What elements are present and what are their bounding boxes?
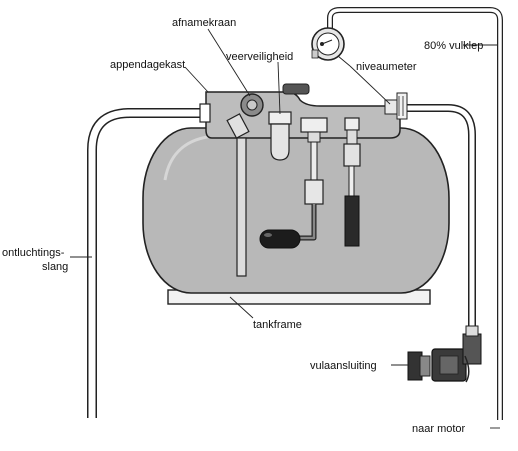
take-off-tube	[236, 137, 247, 277]
fill-valve-head	[344, 117, 360, 131]
fill-valve-rod	[348, 165, 355, 197]
label-ontluchtingsslang-2: slang	[42, 261, 68, 273]
float	[259, 229, 301, 249]
fill-valve-body	[343, 143, 361, 167]
level-gauge-head	[300, 117, 328, 133]
level-gauge-shaft	[310, 141, 318, 181]
label-afnamekraan: afnamekraan	[172, 17, 236, 29]
housing-knob	[282, 83, 310, 95]
leader-lines	[70, 28, 500, 429]
tank-body	[142, 127, 450, 294]
label-vulklep: 80% vulklep	[424, 40, 483, 52]
housing-inlet	[199, 103, 211, 123]
label-appendagekast: appendagekast	[110, 59, 185, 71]
label-tankframe: tankframe	[253, 319, 302, 331]
label-veerveiligheid: veerveiligheid	[226, 51, 293, 63]
level-gauge-gearbox	[304, 179, 324, 205]
label-naar-motor: naar motor	[412, 423, 466, 435]
fill-valve-float	[344, 195, 360, 247]
tap-fitting	[226, 113, 250, 139]
right-fitting-2	[396, 92, 408, 120]
label-vulaansluiting: vulaansluiting	[310, 360, 377, 372]
label-ontluchtingsslang-1: ontluchtings-	[2, 247, 65, 259]
label-niveaumeter: niveaumeter	[356, 61, 417, 73]
safety-valve-body	[270, 123, 290, 161]
